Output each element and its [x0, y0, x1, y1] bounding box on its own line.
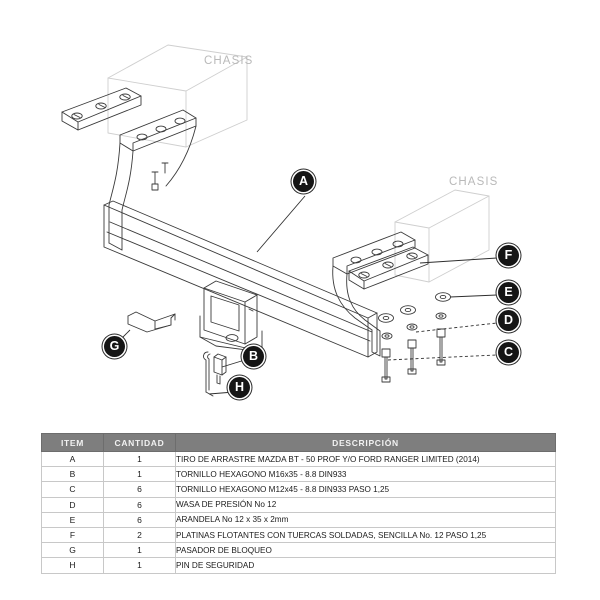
column-header-item: ITEM — [41, 433, 104, 452]
leader-line-a — [256, 195, 306, 253]
right-exploded-hardware — [378, 292, 451, 383]
right-chassis-rail — [394, 189, 490, 283]
cell-item: H — [41, 557, 104, 574]
callout-marker-c[interactable]: C — [498, 342, 519, 363]
left-bracket-bolt-hardware — [151, 162, 169, 191]
cell-item: B — [41, 466, 104, 483]
cell-description: PLATINAS FLOTANTES CON TUERCAS SOLDADAS,… — [175, 526, 556, 544]
callout-marker-f[interactable]: F — [498, 245, 519, 266]
left-chassis-rail — [107, 44, 248, 148]
right-mount-bracket — [332, 231, 416, 357]
cell-quantity: 1 — [103, 466, 176, 483]
cell-item: A — [41, 450, 104, 468]
cell-description: TORNILLO HEXAGONO M12x45 - 8.8 DIN933 PA… — [175, 481, 556, 498]
callout-marker-d[interactable]: D — [498, 310, 519, 331]
cell-description: TIRO DE ARRASTRE MAZDA BT - 50 PROF Y/O … — [175, 450, 556, 468]
right-floating-plate — [348, 246, 429, 290]
chasis-label-left: CHASIS — [204, 55, 254, 67]
lock-pin-g — [127, 311, 176, 333]
callout-marker-b[interactable]: B — [243, 346, 264, 367]
cell-quantity: 1 — [103, 450, 176, 468]
cell-description: WASA DE PRESIÓN No 12 — [175, 496, 556, 513]
callout-marker-g[interactable]: G — [104, 336, 125, 357]
hex-bolt-1 — [436, 328, 446, 366]
cell-item: G — [41, 542, 104, 559]
cell-quantity: 6 — [103, 511, 176, 528]
chasis-label-right: CHASIS — [449, 176, 499, 188]
column-header-cantidad: CANTIDAD — [103, 433, 176, 452]
cell-quantity: 6 — [103, 481, 176, 498]
cell-quantity: 1 — [103, 557, 176, 574]
cell-item: F — [41, 526, 104, 544]
leader-line-f — [419, 257, 498, 264]
cell-quantity: 2 — [103, 526, 176, 544]
cell-quantity: 6 — [103, 496, 176, 513]
cell-item: D — [41, 496, 104, 513]
leader-line-c — [387, 354, 498, 361]
leader-line-d — [415, 322, 498, 333]
main-crossbar — [103, 200, 378, 358]
safety-pin-h — [203, 351, 214, 397]
leader-line-e — [449, 294, 498, 298]
callout-leader-lines — [119, 195, 498, 395]
cell-item: C — [41, 481, 104, 498]
callout-marker-h[interactable]: H — [229, 377, 250, 398]
cell-quantity: 1 — [103, 542, 176, 559]
cell-description: ARANDELA No 12 x 35 x 2mm — [175, 511, 556, 528]
left-mount-bracket — [108, 109, 197, 251]
diagram-area: CHASIS CHASIS A B C D E F G H — [61, 44, 519, 398]
hex-bolt-3 — [381, 348, 391, 383]
cell-item: E — [41, 511, 104, 528]
callout-marker-e[interactable]: E — [498, 282, 519, 303]
hex-bolt-2 — [407, 339, 417, 375]
hitch-pin-b — [213, 353, 227, 385]
cell-description: TORNILLO HEXAGONO M16x35 - 8.8 DIN933 — [175, 466, 556, 483]
table-header: ITEM CANTIDAD DESCRIPCIÓN — [41, 433, 556, 452]
receiver-tube-assembly — [199, 280, 263, 353]
callout-marker-a[interactable]: A — [293, 171, 314, 192]
cell-description: PIN DE SEGURIDAD — [175, 557, 556, 574]
cell-description: PASADOR DE BLOQUEO — [175, 542, 556, 559]
table-header-row: ITEM CANTIDAD DESCRIPCIÓN — [41, 433, 556, 452]
column-header-descripcion: DESCRIPCIÓN — [175, 433, 556, 452]
left-floating-plate — [61, 87, 142, 131]
